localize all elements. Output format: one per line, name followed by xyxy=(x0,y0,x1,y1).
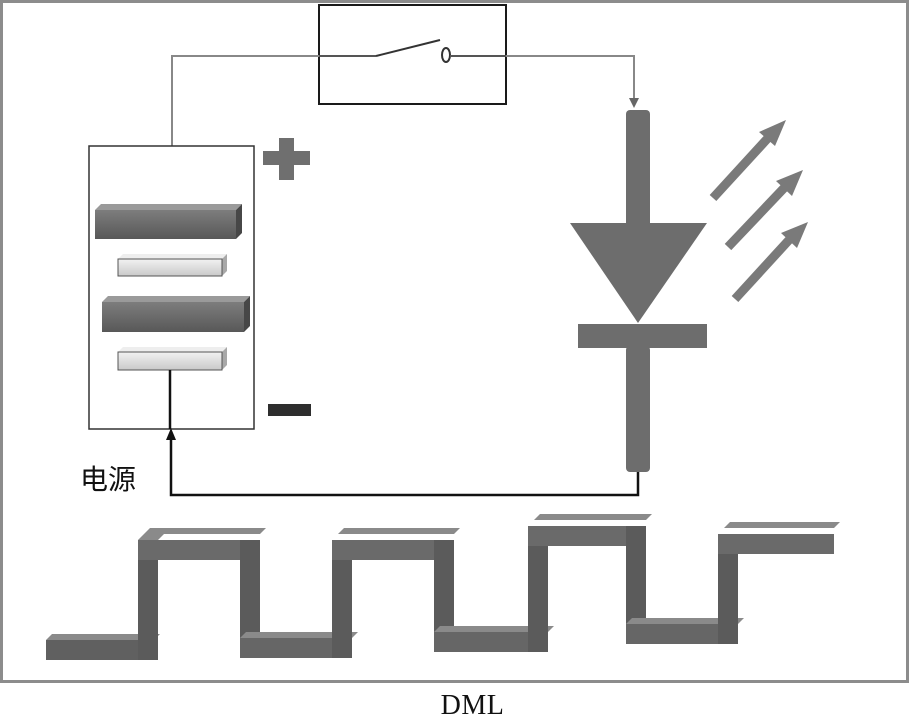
square-wave-signal xyxy=(46,514,840,660)
laser-diode xyxy=(570,110,707,472)
power-supply-box xyxy=(88,145,255,430)
switch-symbol xyxy=(319,39,506,63)
minus-sign xyxy=(268,404,311,416)
switch-box xyxy=(318,4,507,105)
battery-plate-light-2 xyxy=(117,347,227,371)
circuit-diagram: 电源 xyxy=(0,0,909,683)
battery-plate-dark-2 xyxy=(102,296,250,332)
battery-plate-light-1 xyxy=(117,254,227,277)
plus-sign xyxy=(263,138,310,180)
figure-caption: DML xyxy=(440,690,505,721)
light-emission-arrows xyxy=(709,120,808,303)
wire-bottom xyxy=(166,370,640,497)
battery-plate-dark-1 xyxy=(95,204,242,239)
power-supply-label: 电源 xyxy=(80,463,136,496)
